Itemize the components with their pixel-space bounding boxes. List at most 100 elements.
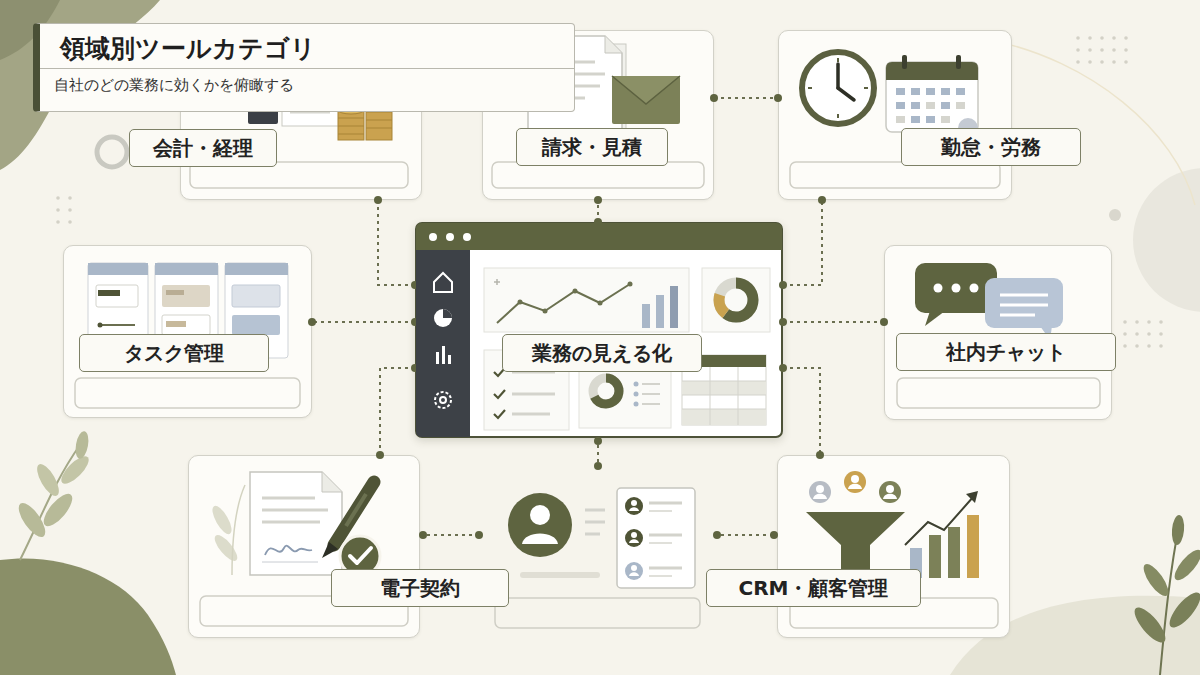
decor-connector-dot-part	[475, 531, 483, 539]
category-label: 会計・経理	[129, 129, 277, 167]
task-board-illustration-part	[225, 263, 288, 275]
label-text: タスク管理	[124, 342, 224, 365]
customer-list-illustration-part	[649, 510, 672, 512]
connector-dot	[779, 364, 787, 372]
card-footer-bar-part	[492, 162, 704, 188]
task-board-illustration-part	[232, 315, 280, 335]
task-board-illustration	[88, 263, 288, 358]
attendance-illustration-part-part	[896, 116, 905, 123]
connector-dot	[779, 318, 787, 326]
leaf-decoration-part	[1130, 603, 1171, 647]
label-text: 勤怠・労務	[941, 136, 1041, 159]
dot-grid-part	[1123, 344, 1127, 348]
customer-list-illustration-part	[625, 497, 643, 515]
dot-grid-part	[1076, 60, 1080, 64]
task-board-illustration-part	[96, 285, 138, 307]
chat-illustration-part	[1000, 294, 1048, 297]
customer-list-illustration-part	[530, 505, 550, 525]
label-text: 社内チャット	[946, 341, 1066, 364]
dot-grid-part	[1088, 48, 1092, 52]
leaf-decoration-part	[1171, 515, 1186, 546]
contract-illustration-part	[322, 472, 342, 492]
chat-illustration	[915, 263, 1063, 340]
dot-grid-part	[1123, 332, 1127, 336]
category-label: CRM・顧客管理	[706, 569, 921, 607]
dot-grid-part	[1112, 48, 1116, 52]
dot-grid-part	[68, 196, 72, 200]
dashboard-illustration-part	[579, 350, 671, 428]
title-box: 領域別ツールカテゴリ自社のどの業務に効くかを俯瞰する	[33, 23, 575, 112]
dashboard-illustration-part	[434, 273, 452, 292]
dot-grid-part	[1088, 36, 1092, 40]
dot-grid-part	[1159, 332, 1163, 336]
chat-illustration-part	[1000, 314, 1035, 317]
attendance-illustration-part-part	[956, 88, 965, 95]
task-board-illustration-part	[155, 263, 218, 275]
dot-grid-part	[68, 208, 72, 212]
dashboard-illustration-part	[682, 355, 766, 367]
crm-illustration-part	[966, 491, 978, 503]
dashboard-illustration-part	[598, 301, 603, 306]
dashboard-illustration-part	[512, 393, 555, 396]
crm-illustration-part	[905, 496, 974, 545]
dot-grid-part	[1135, 320, 1139, 324]
contract-illustration-part	[340, 536, 380, 576]
customer-list-illustration-part	[649, 567, 682, 570]
task-board-illustration-part	[88, 263, 148, 358]
dashboard-illustration-part	[440, 397, 446, 403]
chat-illustration-part	[970, 284, 979, 293]
accounting-illustration-part	[338, 134, 364, 135]
decor-connector-part	[597, 438, 599, 470]
category-label: 業務の見える化	[502, 334, 702, 372]
attendance-illustration-part	[896, 88, 965, 123]
decor-connector-dot-part	[419, 531, 427, 539]
dashboard-illustration-part	[682, 409, 766, 425]
connector-dot	[374, 196, 382, 204]
customer-list-illustration-part	[629, 539, 639, 543]
label-text: CRM・顧客管理	[739, 577, 889, 600]
dashboard-illustration-part	[494, 390, 505, 398]
customer-list-illustration-part	[631, 532, 637, 538]
customer-list-illustration-part	[631, 565, 637, 571]
customer-list-illustration-part	[585, 521, 605, 524]
chat-illustration-part	[915, 263, 997, 313]
card-footer-bar-part	[75, 378, 300, 408]
category-card: 勤怠・労務	[778, 30, 1012, 200]
dashboard-illustration-part	[429, 233, 437, 241]
connector-dot	[411, 364, 419, 372]
dashboard-illustration-part	[463, 233, 471, 241]
attendance-illustration-part-part	[896, 88, 905, 95]
dashboard-illustration-part	[484, 350, 569, 430]
decor-connector-dot-part	[594, 437, 602, 445]
customer-list-illustration-part	[629, 507, 639, 511]
dashboard-illustration-part	[738, 367, 739, 425]
crm-illustration-part	[879, 481, 901, 503]
category-card: タスク管理	[63, 245, 312, 418]
customer-list-illustration-part	[625, 562, 643, 580]
dashboard-illustration-part	[682, 409, 766, 410]
dashboard-illustration-part	[682, 381, 766, 395]
leaf-decoration-part	[57, 452, 92, 487]
contract-illustration-part	[211, 532, 241, 564]
chat-illustration-part	[925, 311, 945, 326]
contract-illustration-part	[334, 482, 374, 545]
dashboard-illustration-part	[682, 355, 766, 425]
dot-grid-part	[1135, 344, 1139, 348]
title-rule	[40, 68, 574, 69]
attendance-illustration-part	[808, 87, 812, 89]
customer-list-illustration-part	[649, 502, 682, 505]
category-label: 勤怠・労務	[901, 128, 1081, 166]
dashboard-illustration-part	[642, 403, 660, 405]
dot-grid-part	[68, 220, 72, 224]
contract-illustration	[209, 472, 380, 576]
connector-dot	[774, 94, 782, 102]
customer-list-illustration-part	[585, 533, 600, 536]
corner-blob-part	[1109, 209, 1121, 221]
accounting-illustration-part	[366, 128, 392, 129]
dot-grid-part	[1159, 320, 1163, 324]
crm-illustration-part	[848, 484, 862, 489]
leaf-decoration-part	[74, 430, 91, 460]
dotted-connector	[714, 97, 778, 99]
